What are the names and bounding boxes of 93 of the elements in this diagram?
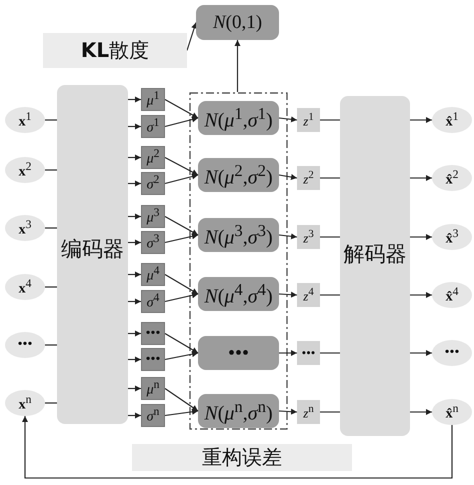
latent-box: z$^{4}$ — [297, 283, 320, 307]
loss-box: KL散度 — [43, 33, 187, 68]
connector-line — [320, 236, 340, 238]
input-ellipse: x$^{4}$ — [5, 274, 45, 300]
connector-line — [45, 227, 57, 229]
arrow — [128, 96, 141, 102]
arrow — [164, 157, 198, 176]
arrow — [128, 298, 141, 304]
connector-line — [320, 177, 340, 179]
output-ellipse: ••• — [432, 340, 472, 366]
input-ellipse: x$^{2}$ — [5, 157, 45, 183]
parameter-box: σ$^{4}$ — [141, 290, 165, 313]
distribution-box: N(μ$^{1}$,σ$^{1}$) — [198, 101, 279, 135]
arrow — [128, 154, 141, 160]
connector-line — [45, 402, 57, 404]
output-ellipse: x̂$^{1}$ — [432, 107, 472, 133]
encoder-box: 编码器 — [57, 85, 128, 424]
arrow — [410, 175, 432, 181]
arrow — [410, 350, 432, 356]
arrow — [278, 174, 298, 180]
input-ellipse: x$^{3}$ — [5, 215, 45, 241]
arrow — [410, 409, 432, 415]
arrow — [164, 216, 198, 236]
arrow — [164, 388, 198, 412]
parameter-box: ••• — [141, 322, 165, 345]
arrow — [164, 274, 198, 294]
parameter-box: σ$^{n}$ — [141, 404, 165, 427]
output-ellipse: x̂$^{2}$ — [432, 165, 472, 191]
distribution-box: N(μ$^{2}$,σ$^{2}$) — [198, 158, 279, 192]
distribution-box: N(0,1) — [196, 5, 279, 40]
arrow — [128, 124, 141, 130]
parameter-box: ••• — [141, 348, 165, 371]
decoder-box: 解码器 — [340, 96, 410, 436]
arrow — [164, 174, 198, 184]
loss-box: 重构误差 — [132, 444, 352, 471]
arrow — [164, 233, 198, 244]
arrow — [164, 408, 198, 416]
latent-box: z$^{n}$ — [297, 400, 320, 424]
output-ellipse: x̂$^{3}$ — [432, 224, 472, 250]
arrow — [128, 356, 141, 362]
arrow — [128, 330, 141, 336]
dash-dot-frame — [189, 92, 288, 430]
arrow — [278, 408, 298, 415]
parameter-box: σ$^{1}$ — [141, 115, 165, 138]
arrow — [164, 116, 198, 128]
input-ellipse: x$^{n}$ — [5, 390, 45, 416]
parameter-box: μ$^{2}$ — [141, 146, 165, 169]
arrow — [128, 412, 141, 418]
connector-line — [320, 411, 340, 413]
arrow — [128, 240, 141, 246]
arrow — [186, 22, 198, 51]
arrow — [410, 117, 432, 123]
parameter-box: μ$^{3}$ — [141, 205, 165, 228]
arrow — [128, 272, 141, 278]
arrow — [164, 292, 198, 302]
distribution-box: N(μ$^{n}$,σ$^{n}$) — [198, 394, 279, 428]
arrow — [234, 40, 240, 92]
latent-box: ••• — [297, 341, 320, 365]
parameter-box: σ$^{3}$ — [141, 231, 165, 254]
latent-box: z$^{2}$ — [297, 166, 320, 190]
input-ellipse: x$^{1}$ — [5, 107, 45, 133]
parameter-box: μ$^{4}$ — [141, 263, 165, 286]
parameter-box: σ$^{2}$ — [141, 172, 165, 195]
arrow — [278, 292, 298, 298]
connector-line — [320, 294, 340, 296]
connector-line — [45, 169, 57, 171]
arrow — [278, 233, 298, 240]
arrow — [128, 180, 141, 186]
arrow — [164, 351, 198, 360]
distribution-box: ••• — [198, 336, 279, 370]
arrow — [278, 116, 298, 122]
output-ellipse: x̂$^{4}$ — [432, 282, 472, 308]
distribution-box: N(μ$^{3}$,σ$^{3}$) — [198, 218, 279, 252]
output-ellipse: x̂$^{n}$ — [432, 399, 472, 425]
latent-box: z$^{3}$ — [297, 225, 320, 249]
arrow — [410, 292, 432, 298]
connector-line — [45, 119, 57, 121]
latent-box: z$^{1}$ — [297, 108, 320, 132]
arrow — [164, 99, 198, 118]
arrow — [128, 214, 141, 220]
arrow — [164, 333, 198, 354]
parameter-box: μ$^{n}$ — [141, 377, 165, 400]
arrow — [279, 350, 297, 356]
arrow — [128, 386, 141, 392]
arrow — [410, 234, 432, 240]
connector-line — [45, 344, 57, 346]
parameter-box: μ$^{1}$ — [141, 88, 165, 111]
connector-line — [320, 352, 340, 354]
connector-line — [320, 119, 340, 121]
connector-line — [45, 286, 57, 288]
arrow — [22, 416, 453, 479]
input-ellipse: ••• — [5, 332, 45, 358]
distribution-box: N(μ$^{4}$,σ$^{4}$) — [198, 277, 279, 311]
